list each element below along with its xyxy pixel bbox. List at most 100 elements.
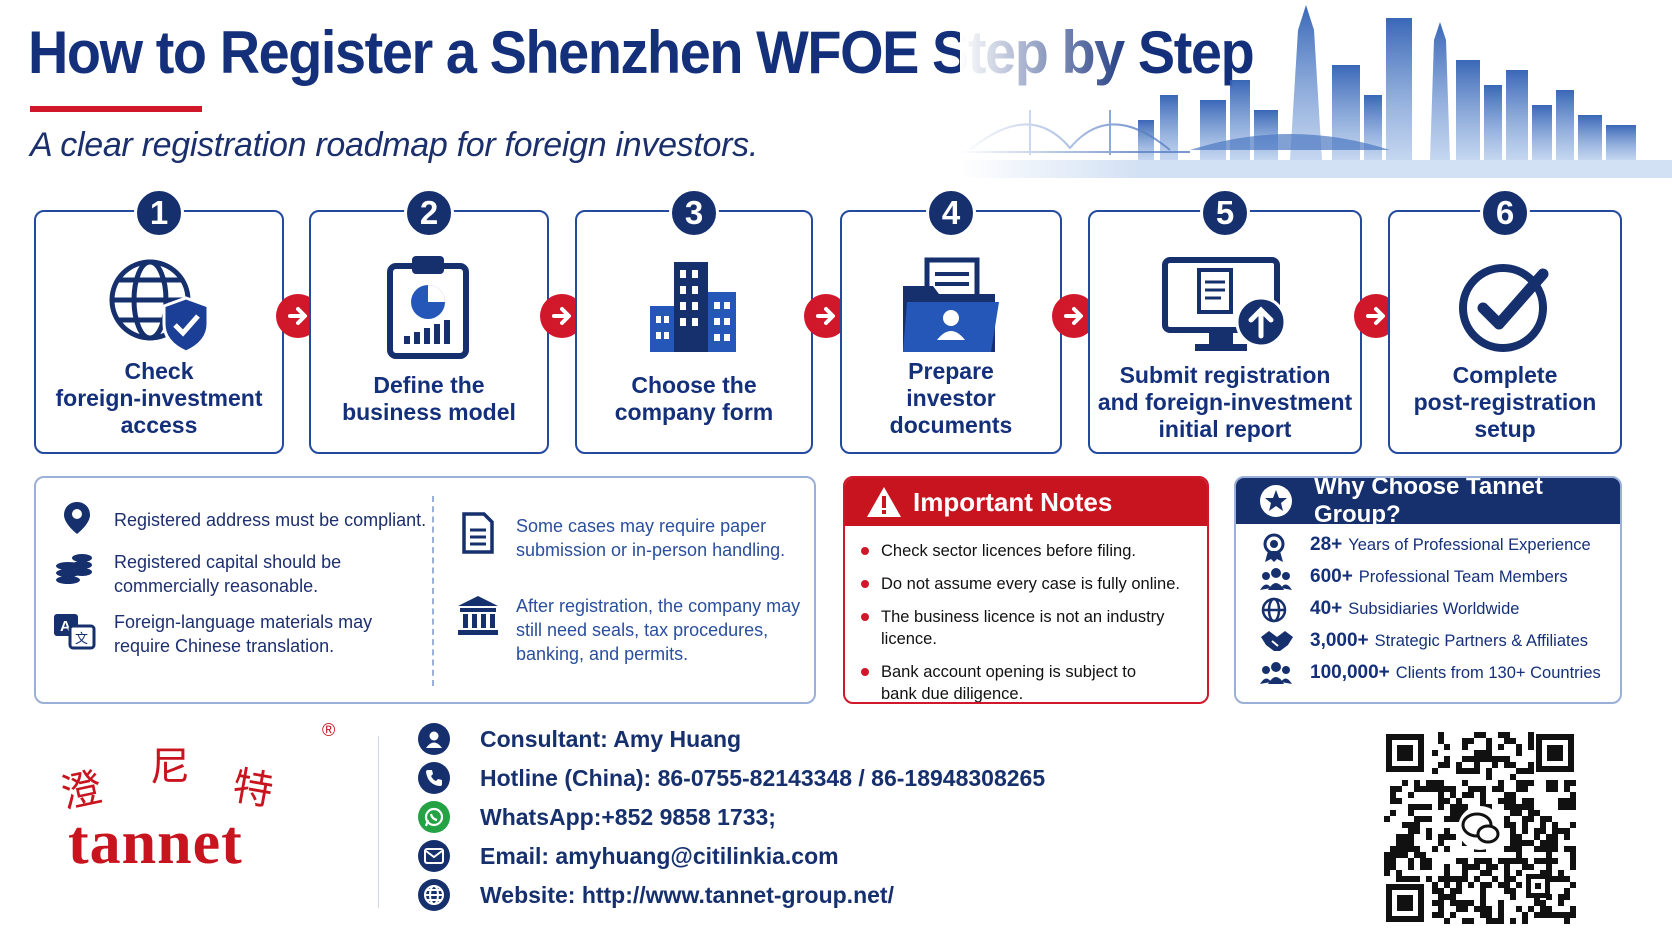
step-label-line: access	[120, 412, 198, 438]
column-divider	[432, 496, 434, 686]
svg-text:A: A	[60, 618, 71, 635]
globe-icon	[1261, 597, 1287, 623]
requirement-text: Some cases may require paper	[516, 516, 767, 536]
step-3-card: 3 Choose the company form	[575, 188, 813, 454]
requirement-text: After registration, the company may	[516, 596, 801, 616]
requirement-text: require Chinese translation.	[114, 636, 335, 656]
registered-trademark: ®	[322, 720, 336, 740]
step-number: 5	[1200, 188, 1250, 238]
why-title: Why Choose Tannet Group?	[1314, 476, 1543, 528]
contact-email[interactable]: Email: amyhuang@citilinkia.com	[418, 839, 1318, 873]
svg-text:文: 文	[75, 632, 88, 647]
requirement-text: commercially reasonable.	[114, 576, 319, 596]
svg-text:澄: 澄	[62, 764, 106, 814]
globe-shield-icon	[109, 259, 210, 354]
step-label-line: initial report	[1158, 416, 1292, 442]
step-label-line: company form	[614, 399, 774, 425]
requirement-text: Registered capital should be	[114, 552, 342, 572]
note-item: The business licence is not an industry …	[861, 606, 1199, 650]
warning-icon	[867, 487, 901, 517]
requirement-text: Registered address must be compliant.	[114, 510, 427, 530]
requirement-text: still need seals, tax procedures,	[516, 620, 769, 640]
why-row: 3,000+Strategic Partners & Affiliates	[1310, 630, 1589, 651]
step-label-line: Submit registration	[1119, 362, 1331, 388]
email-icon	[418, 840, 450, 872]
step-number: 6	[1480, 188, 1530, 238]
why-row: 600+Professional Team Members	[1310, 566, 1568, 587]
step-2-card: 2 Define the business model	[309, 188, 549, 454]
check-circle-icon	[1459, 264, 1549, 352]
document-folder-icon	[903, 257, 999, 352]
step-label-line: Check	[124, 358, 194, 384]
why-choose-box: Why Choose Tannet Group? 28+Years of Pro…	[1234, 476, 1622, 704]
requirements-box: Registered address must be compliant. Re…	[34, 476, 816, 704]
notes-title: Important Notes	[913, 486, 1113, 517]
note-item: Do not assume every case is fully online…	[861, 573, 1199, 595]
svg-text:尼: 尼	[150, 744, 190, 790]
why-row: 40+Subsidiaries Worldwide	[1310, 598, 1520, 619]
step-number: 3	[669, 188, 719, 238]
clipboard-chart-icon	[387, 256, 469, 359]
office-building-icon	[650, 262, 736, 352]
step-4-card: 4 Prepare investor documents	[840, 188, 1062, 454]
why-row: 28+Years of Professional Experience	[1310, 534, 1591, 555]
step-label-line: Prepare	[908, 358, 994, 384]
phone-icon	[418, 762, 450, 794]
tannet-logo-text: tannet	[68, 809, 243, 877]
requirement-text: Foreign-language materials may	[114, 612, 373, 632]
wechat-icon	[1461, 812, 1500, 844]
award-ribbon-icon	[1263, 533, 1285, 562]
contact-hotline[interactable]: Hotline (China): 86-0755-82143348 / 86-1…	[418, 761, 1318, 795]
title-underline	[30, 106, 202, 112]
important-notes-box: Important Notes Check sector licences be…	[843, 476, 1209, 704]
contact-text: Website: http://www.tannet-group.net/	[480, 881, 894, 908]
note-item: Check sector licences before filing.	[861, 540, 1199, 562]
contact-whatsapp[interactable]: WhatsApp:+852 9858 1733;	[418, 800, 1318, 834]
requirement-text: banking, and permits.	[516, 644, 689, 664]
team-icon	[1260, 568, 1292, 590]
monitor-upload-icon	[1162, 257, 1287, 351]
shenzhen-skyline-illustration	[960, 0, 1672, 205]
coins-icon	[56, 554, 92, 584]
step-1-card: 1 Check foreign-investment access	[34, 188, 284, 454]
bank-building-icon	[458, 596, 498, 635]
page-subtitle: A clear registration roadmap for foreign…	[30, 126, 759, 164]
contact-text: Hotline (China): 86-0755-82143348 / 86-1…	[480, 764, 1046, 791]
star-badge-icon	[1260, 485, 1292, 517]
step-label-line: Choose the	[631, 372, 757, 398]
step-label-line: post-registration	[1413, 389, 1597, 415]
notes-header: Important Notes	[845, 478, 1207, 526]
translate-icon: A 文	[54, 614, 96, 650]
contact-text: Email: amyhuang@citilinkia.com	[480, 842, 839, 869]
step-number: 2	[404, 188, 454, 238]
step-label-line: foreign-investment	[55, 385, 263, 411]
step-label-line: setup	[1474, 416, 1536, 442]
user-icon	[418, 723, 450, 755]
logo-divider	[378, 736, 379, 908]
requirement-text: submission or in-person handling.	[516, 540, 786, 560]
contact-website[interactable]: Website: http://www.tannet-group.net/	[418, 878, 1318, 912]
location-pin-icon	[64, 502, 90, 534]
step-label-line: Define the	[373, 372, 485, 398]
paper-document-icon	[462, 512, 494, 554]
step-number: 1	[134, 188, 184, 238]
wechat-qr-code[interactable]	[1384, 732, 1576, 924]
contact-text: Consultant: Amy Huang	[480, 725, 742, 752]
svg-text:特: 特	[229, 763, 276, 814]
why-row: 100,000+Clients from 130+ Countries	[1310, 662, 1601, 683]
step-5-card: 5 Submit registration and foreign-invest…	[1088, 188, 1362, 454]
step-6-card: 6 Complete post-registration setup	[1388, 188, 1622, 454]
website-globe-icon	[418, 879, 450, 911]
contact-text: WhatsApp:+852 9858 1733;	[480, 803, 776, 830]
tannet-chinese-logo: 澄 尼 特	[62, 744, 277, 814]
handshake-icon	[1261, 631, 1293, 651]
why-header: Why Choose Tannet Group?	[1236, 478, 1620, 528]
step-label-line: investor	[906, 385, 996, 411]
whatsapp-icon	[418, 801, 450, 833]
step-label-line: business model	[342, 399, 516, 425]
step-number: 4	[926, 188, 976, 238]
contact-consultant: Consultant: Amy Huang	[418, 722, 1318, 756]
step-label-line: Complete	[1452, 362, 1558, 388]
step-label-line: documents	[889, 412, 1013, 438]
